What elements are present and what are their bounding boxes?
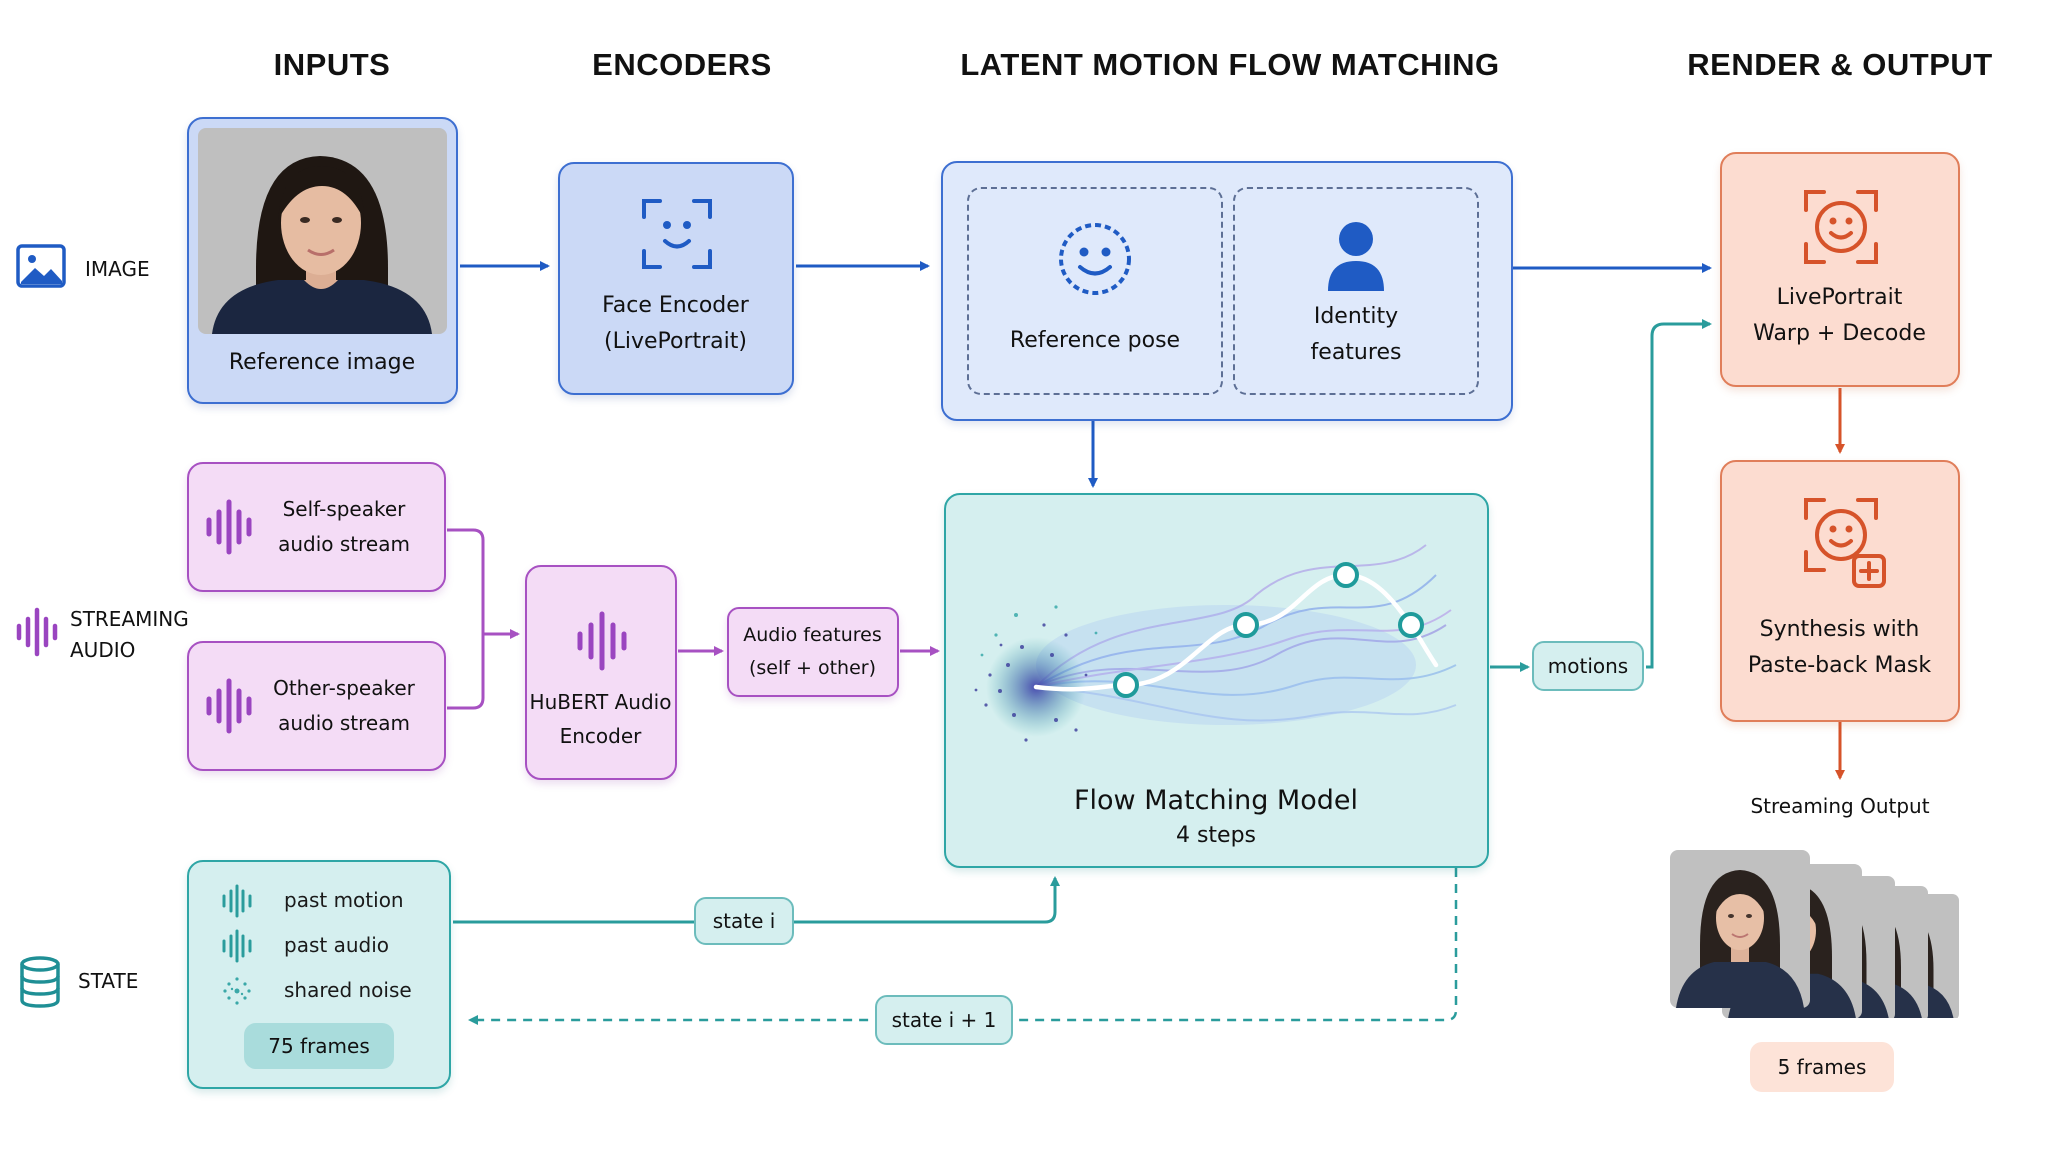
- column-title-latent: LATENT MOTION FLOW MATCHING: [960, 47, 1500, 82]
- hubert-encoder-label: HuBERT Audio Encoder: [527, 685, 674, 753]
- waveform-icon: [222, 929, 252, 963]
- face-encoder-box: Face Encoder (LivePortrait): [558, 162, 794, 395]
- row-label-audio: AUDIO: [70, 638, 136, 662]
- image-icon: [16, 244, 66, 288]
- latent-reference-box: Reference pose Identity features: [941, 161, 1513, 421]
- hubert-encoder-label-line2: Encoder: [559, 724, 642, 748]
- liveportrait-decode-label-line2: Warp + Decode: [1753, 321, 1926, 346]
- streaming-output-label: Streaming Output: [1750, 794, 1930, 818]
- audio-features-label: Audio features (self + other): [729, 619, 896, 685]
- row-label-state: STATE: [78, 969, 139, 993]
- state-box: past motion past audio shared noise 75 f…: [187, 860, 451, 1089]
- row-label-streaming-audio: STREAMING AUDIO: [70, 604, 189, 666]
- person-icon: [1328, 222, 1384, 291]
- waveform-icon: [206, 678, 252, 734]
- self-speaker-label-line1: Self-speaker: [282, 497, 406, 521]
- reference-pose-label: Reference pose: [1009, 328, 1181, 353]
- hubert-encoder-label-line1: HuBERT Audio: [529, 690, 672, 714]
- other-speaker-label: Other-speaker audio stream: [259, 671, 429, 741]
- arrow-state-next: [468, 868, 1458, 1025]
- liveportrait-decode-label-line1: LivePortrait: [1776, 285, 1903, 310]
- face-scan-icon: [642, 199, 712, 269]
- output-frames-pill: 5 frames: [1750, 1042, 1894, 1092]
- state-item-shared-noise: shared noise: [284, 978, 412, 1002]
- output-frames-stack: [1669, 849, 1960, 1018]
- state-next-pill: state i + 1: [875, 995, 1013, 1045]
- face-scan-icon: [1804, 190, 1878, 264]
- synthesis-label-line2: Paste-back Mask: [1747, 653, 1932, 678]
- self-speaker-label-line2: audio stream: [278, 532, 410, 556]
- motions-pill: motions: [1532, 641, 1644, 691]
- state-item-past-motion: past motion: [284, 888, 404, 912]
- waveform-icon: [577, 611, 627, 671]
- face-encoder-label-line2: (LivePortrait): [604, 329, 747, 354]
- reference-image-label: Reference image: [228, 350, 416, 375]
- state-item-past-audio: past audio: [284, 933, 389, 957]
- noise-icon: [223, 977, 251, 1005]
- reference-image-card: Reference image: [187, 117, 458, 404]
- face-encoder-label-line1: Face Encoder: [602, 293, 749, 318]
- hubert-encoder-box: HuBERT Audio Encoder: [525, 565, 677, 780]
- other-speaker-box: Other-speaker audio stream: [187, 641, 446, 771]
- reference-pose-panel: Reference pose: [967, 187, 1223, 395]
- reference-portrait: [198, 128, 447, 334]
- liveportrait-decode-box: LivePortrait Warp + Decode: [1720, 152, 1960, 387]
- waveform-icon: [206, 499, 252, 555]
- audio-features-label-line2: (self + other): [749, 657, 876, 679]
- flow-model-steps: 4 steps: [1175, 823, 1257, 848]
- synthesis-label: Synthesis with Paste-back Mask: [1722, 612, 1957, 684]
- identity-features-panel: Identity features: [1233, 187, 1479, 395]
- waveform-icon: [16, 607, 58, 657]
- column-title-inputs: INPUTS: [273, 47, 391, 82]
- liveportrait-decode-label: LivePortrait Warp + Decode: [1722, 280, 1957, 352]
- arrow-self-speaker: [447, 528, 520, 639]
- synthesis-box: Synthesis with Paste-back Mask: [1720, 460, 1960, 722]
- audio-features-label-line1: Audio features: [743, 624, 882, 646]
- state-frames-pill: 75 frames: [244, 1023, 394, 1069]
- other-speaker-label-line2: audio stream: [278, 711, 410, 735]
- row-label-streaming: STREAMING: [70, 607, 189, 631]
- row-label-image: IMAGE: [85, 257, 150, 281]
- flow-model-title: Flow Matching Model: [1073, 785, 1358, 816]
- waveform-icon: [222, 884, 252, 918]
- identity-features-label: Identity features: [1235, 299, 1477, 371]
- smiley-face-icon: [1059, 223, 1131, 295]
- flow-trajectory-visual: [974, 544, 1457, 742]
- face-scan-plus-icon: [1804, 498, 1886, 588]
- flow-matching-model-box: Flow Matching Model 4 steps: [944, 493, 1489, 868]
- column-title-render: RENDER & OUTPUT: [1687, 47, 1993, 82]
- column-title-encoders: ENCODERS: [592, 47, 772, 82]
- state-i-pill: state i: [694, 897, 794, 945]
- database-icon: [20, 956, 60, 1008]
- identity-features-label-line1: Identity: [1313, 304, 1399, 329]
- self-speaker-label: Self-speaker audio stream: [259, 492, 429, 562]
- arrow-state-to-flow: [453, 876, 1060, 924]
- self-speaker-box: Self-speaker audio stream: [187, 462, 446, 592]
- face-encoder-label: Face Encoder (LivePortrait): [560, 288, 791, 360]
- arrow-other-speaker: [447, 634, 485, 710]
- audio-features-box: Audio features (self + other): [727, 607, 899, 697]
- identity-features-label-line2: features: [1310, 340, 1402, 365]
- arrow-motions-to-liveportrait: [1646, 319, 1712, 669]
- synthesis-label-line1: Synthesis with: [1759, 617, 1920, 642]
- other-speaker-label-line1: Other-speaker: [273, 676, 415, 700]
